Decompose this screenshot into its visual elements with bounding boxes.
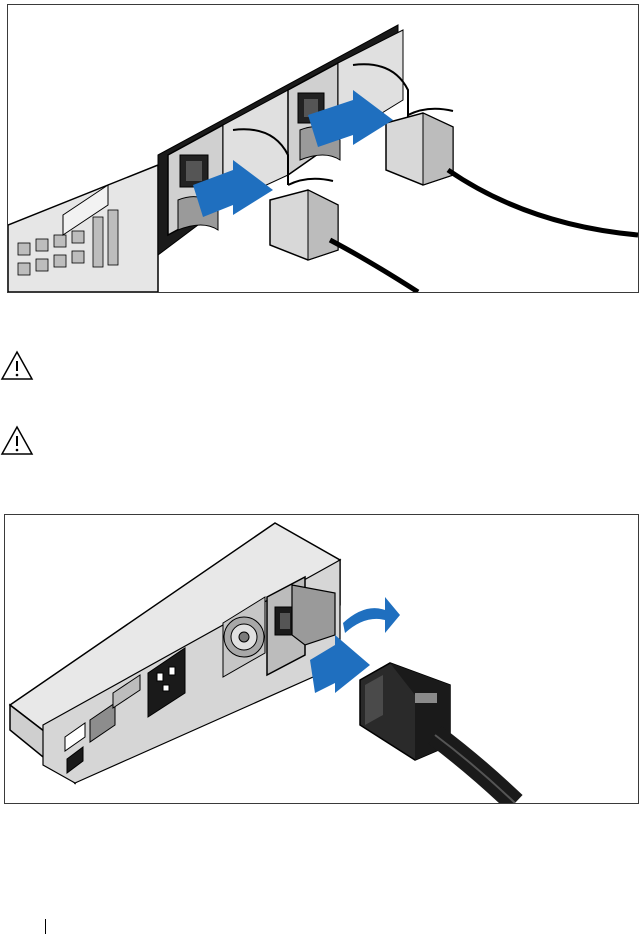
ups-power-illustration [5, 515, 638, 803]
server-power-illustration [8, 5, 638, 292]
server-power-figure [7, 4, 639, 293]
ups-power-figure [4, 514, 639, 804]
caution-triangle-icon [0, 425, 34, 457]
caution-triangle-icon [0, 350, 34, 382]
page-footer-rule [45, 919, 46, 934]
